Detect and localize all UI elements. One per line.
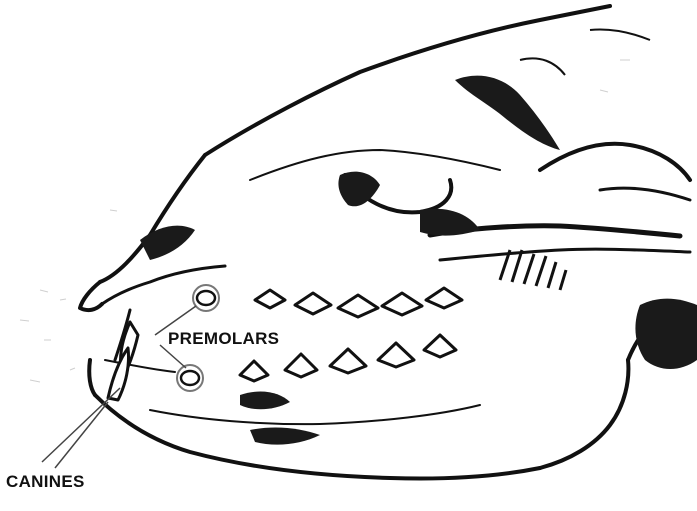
crest-detail xyxy=(520,29,650,75)
hatching xyxy=(500,250,566,290)
paper-noise xyxy=(20,60,630,382)
premolars-label: PREMOLARS xyxy=(168,329,279,349)
canines-label: CANINES xyxy=(6,472,85,492)
shading xyxy=(140,76,697,445)
upper-teeth xyxy=(255,288,462,317)
